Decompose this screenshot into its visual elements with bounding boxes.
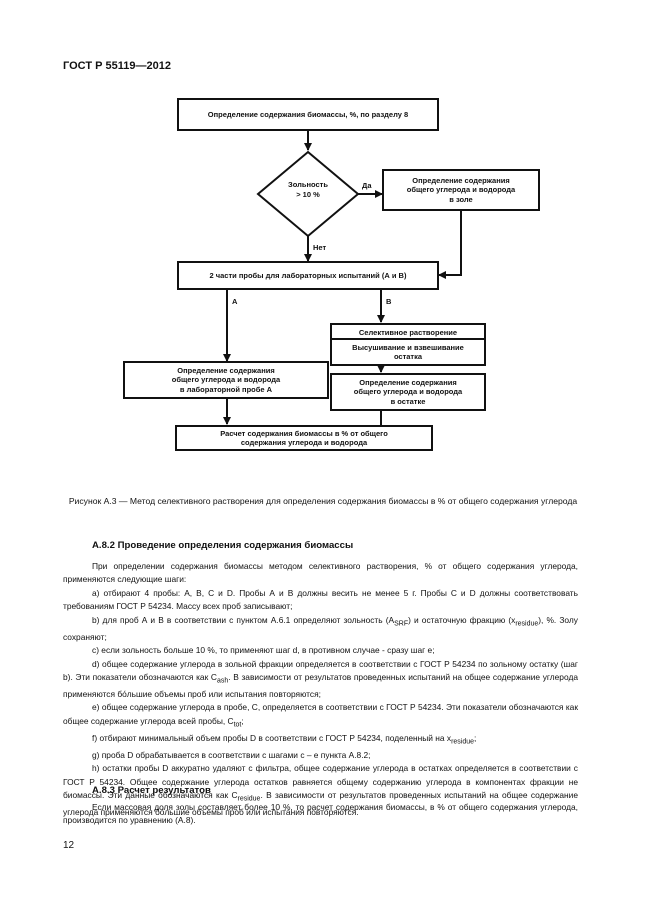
flow-box-biomass-determination: Определение содержания биомассы, %, по р… [177, 98, 439, 131]
step-f: f) отбирают минимальный объем пробы D в … [92, 732, 477, 746]
step-c: c) если зольность больше 10 %, то примен… [92, 645, 435, 656]
a83-paragraph: Если массовая доля золы составляет более… [63, 802, 578, 826]
step-g: g) проба D обрабатывается в соответствии… [92, 749, 371, 760]
document-header: ГОСТ Р 55119—2012 [63, 60, 171, 72]
step-d: d) общее содержание углерода в зольной ф… [63, 658, 578, 699]
flow-label-yes: Да [362, 181, 372, 190]
page-number: 12 [63, 840, 75, 851]
flow-label-b: В [386, 297, 392, 306]
step-h: h) остатки пробы D аккуратно удаляют с ф… [63, 763, 579, 818]
flow-label-a: А [232, 297, 238, 306]
section-heading-a83: А.8.3 Расчет результатов [92, 785, 211, 796]
figure-caption: Рисунок А.3 — Метод селективного раствор… [68, 496, 578, 506]
flow-label-no: Нет [313, 243, 327, 252]
flow-box-ash-carbon: Определение содержания общего углерода и… [382, 169, 540, 211]
step-e: е) общее содержание углерода в пробе, С,… [63, 702, 578, 729]
flow-box-sample-a-carbon: Определение содержания общего углерода и… [123, 361, 329, 399]
flow-box-dry-residue: Высушивание и взвешивание остатка [330, 338, 486, 366]
step-b: b) для проб А и В в соответствии с пункт… [63, 614, 578, 642]
section-heading-a82: А.8.2 Проведение определения содержания … [92, 540, 354, 551]
section-body-a82: При определении содержания биомассы мето… [63, 560, 578, 820]
intro-paragraph: При определении содержания биомассы мето… [63, 561, 578, 585]
flow-box-biomass-calculation: Расчет содержания биомассы в % от общего… [175, 425, 433, 451]
step-a: а) отбирают 4 пробы: А, В, С и D. Пробы … [63, 587, 578, 612]
flow-diamond-ash-content: Зольность > 10 % [288, 180, 328, 200]
flow-box-split-sample: 2 части пробы для лабораторных испытаний… [177, 261, 439, 290]
flow-box-dry-residue-label: Высушивание и взвешивание остатка [352, 342, 464, 361]
section-body-a83: Если массовая доля золы составляет более… [63, 801, 578, 828]
flow-box-residue-carbon: Определение содержания общего углерода и… [330, 373, 486, 411]
